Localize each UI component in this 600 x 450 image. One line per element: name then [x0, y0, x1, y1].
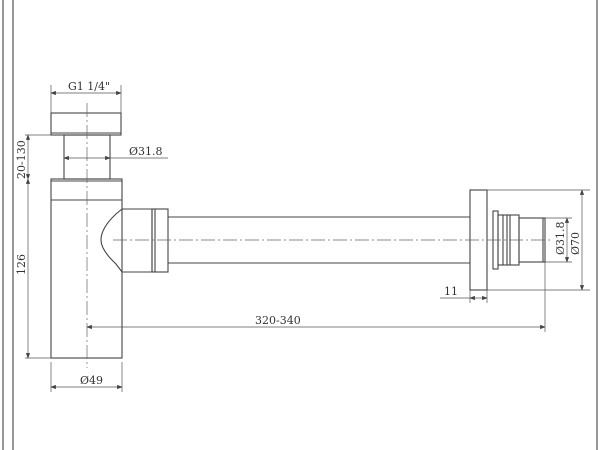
projection-label: 320-340 [255, 314, 301, 327]
outlet-diameter-label: Ø31.8 [554, 221, 567, 255]
dimension-lines [25, 85, 590, 392]
thread-label: G1 1/4" [68, 80, 110, 93]
dimension-labels: G1 1/4" Ø31.8 20-130 126 Ø49 320-340 11 … [15, 80, 582, 387]
flange-thickness-label: 11 [444, 285, 458, 298]
inlet-diameter-label: Ø31.8 [129, 145, 163, 158]
adjust-height-label: 20-130 [15, 140, 28, 179]
centerlines [86, 103, 550, 368]
body-height-label: 126 [15, 254, 28, 275]
flange-diameter-label: Ø70 [569, 232, 582, 255]
body-diameter-label: Ø49 [80, 374, 103, 387]
